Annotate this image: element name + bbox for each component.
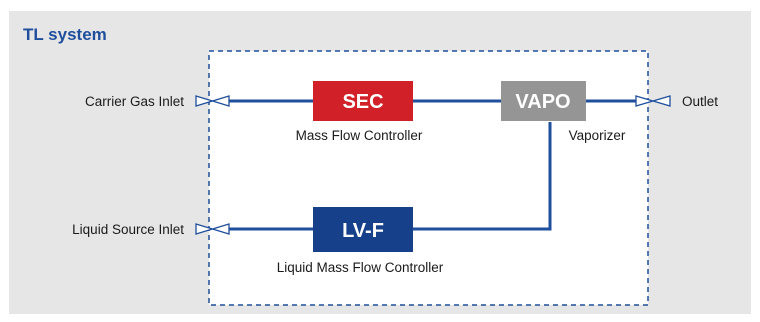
vapo-label: VAPO: [515, 91, 570, 113]
pipe-lvf-to-vapo: [413, 122, 552, 231]
pipes: [229, 99, 636, 231]
outlet-label: Outlet: [682, 94, 718, 109]
valve-icon-liquid: [195, 223, 230, 235]
lvf-block: LV-F: [313, 207, 413, 252]
vapo-box: [501, 81, 586, 121]
valve-icon-carrier: [195, 95, 230, 107]
lvf-label: LV-F: [342, 220, 384, 242]
sec-label: SEC: [342, 91, 383, 113]
diagram-title: TL system: [23, 25, 107, 44]
sec-caption: Mass Flow Controller: [296, 128, 423, 143]
lvf-caption: Liquid Mass Flow Controller: [277, 260, 444, 275]
lvf-box: [313, 207, 413, 252]
liquid-source-inlet-label: Liquid Source Inlet: [72, 222, 184, 237]
vapo-block: VAPO: [501, 81, 586, 121]
vapo-caption: Vaporizer: [569, 128, 626, 143]
valve-icon-outlet: [635, 95, 671, 107]
valves: [195, 95, 671, 235]
carrier-gas-inlet-label: Carrier Gas Inlet: [85, 94, 184, 109]
sec-block: SEC: [313, 81, 413, 121]
sec-box: [313, 81, 413, 121]
